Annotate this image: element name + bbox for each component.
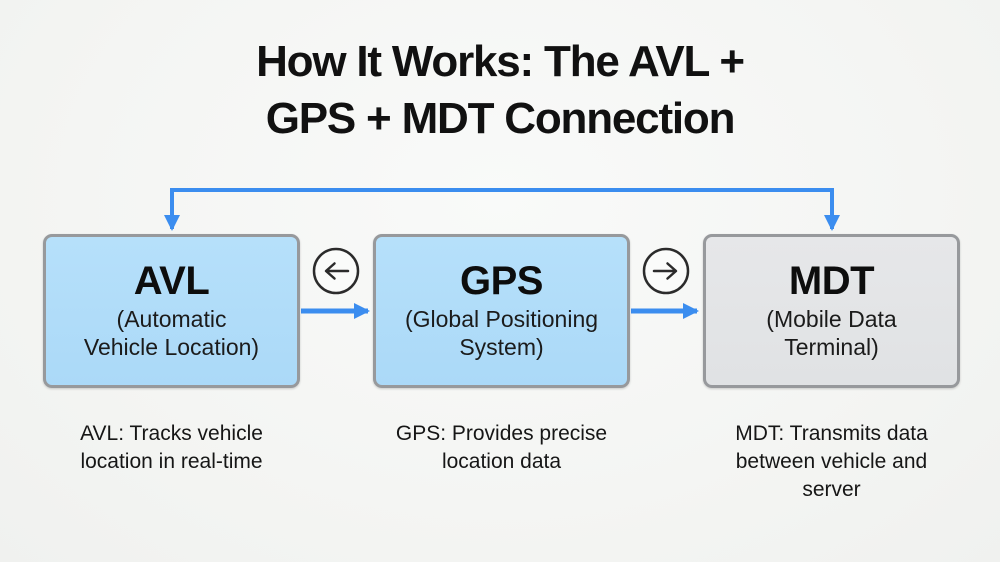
gps-subtitle-line-2: System) bbox=[459, 334, 544, 360]
gps-caption-line-2: location data bbox=[441, 450, 562, 473]
avl-subtitle-line-2: Vehicle Location) bbox=[83, 334, 260, 360]
right-arrow-glyph bbox=[652, 262, 678, 280]
avl-subtitle-line-1: (Automatic bbox=[116, 306, 227, 332]
avl-mdt-top-connector bbox=[164, 188, 840, 231]
avl-node: AVL (Automatic Vehicle Location) bbox=[43, 234, 300, 388]
mdt-subtitle-line-1: (Mobile Data bbox=[766, 306, 897, 332]
left-arrow-glyph bbox=[324, 262, 350, 280]
avl-node-title: AVL bbox=[133, 259, 210, 303]
gps-node: GPS (Global Positioning System) bbox=[373, 234, 630, 388]
mdt-node-title: MDT bbox=[788, 259, 875, 303]
gps-node-subtitle: (Global Positioning System) bbox=[405, 305, 598, 361]
mdt-caption-line-1: MDT: Transmits data bbox=[735, 422, 928, 445]
mdt-caption-line-3: server bbox=[802, 478, 861, 501]
gps-subtitle-line-1: (Global Positioning bbox=[404, 306, 599, 332]
gps-caption-line-1: GPS: Provides precise bbox=[395, 422, 608, 445]
gps-node-title: GPS bbox=[460, 259, 543, 303]
gps-caption: GPS: Provides precise location data bbox=[373, 420, 630, 476]
mdt-node: MDT (Mobile Data Terminal) bbox=[703, 234, 960, 388]
mdt-node-subtitle: (Mobile Data Terminal) bbox=[766, 305, 896, 361]
circled-right-arrow-icon bbox=[642, 247, 690, 295]
mdt-caption: MDT: Transmits data between vehicle and … bbox=[703, 420, 960, 504]
circled-left-arrow-icon bbox=[312, 247, 360, 295]
mdt-subtitle-line-2: Terminal) bbox=[784, 334, 879, 360]
page-title: How It Works: The AVL + GPS + MDT Connec… bbox=[0, 33, 1000, 147]
avl-caption: AVL: Tracks vehicle location in real-tim… bbox=[43, 420, 300, 476]
title-line-1: How It Works: The AVL + bbox=[256, 37, 745, 86]
avl-caption-line-2: location in real-time bbox=[80, 450, 263, 473]
title-line-2: GPS + MDT Connection bbox=[265, 94, 736, 143]
avl-node-subtitle: (Automatic Vehicle Location) bbox=[84, 305, 259, 361]
avl-caption-line-1: AVL: Tracks vehicle bbox=[80, 422, 263, 445]
mdt-caption-line-2: between vehicle and bbox=[735, 450, 928, 473]
